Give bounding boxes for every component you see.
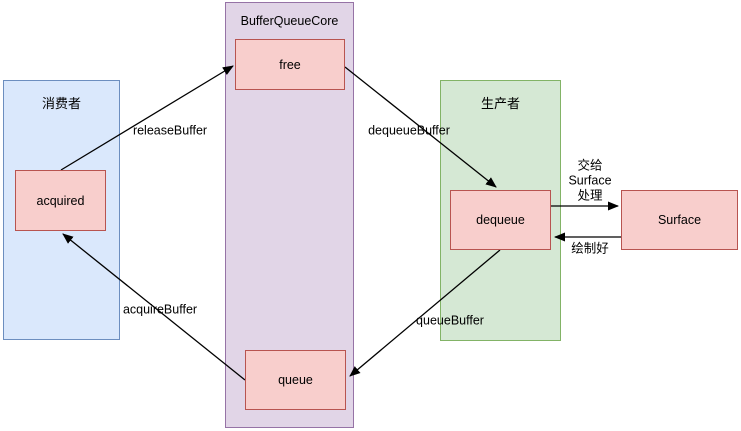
group-consumer-title: 消费者 [41,96,81,111]
group-producer-title: 生产者 [480,96,520,111]
node-queue-label: queue [278,373,313,387]
group-bufferqueuecore-title: BufferQueueCore [240,14,339,28]
node-dequeue: dequeue [450,190,551,250]
node-dequeue-label: dequeue [476,213,525,227]
edge-label-drawn-done: 绘制好 [571,241,609,256]
node-surface: Surface [621,190,738,250]
node-surface-label: Surface [657,213,702,227]
edge-label-acquirebuffer: acquireBuffer [122,302,198,317]
edge-label-dequeuebuffer: dequeueBuffer [368,123,450,138]
edge-label-handoff-to-surface: 交给 Surface 处理 [568,158,612,203]
edge-label-queuebuffer: queueBuffer [416,313,484,328]
node-queue: queue [245,350,346,410]
node-free: free [235,39,345,90]
node-acquired-label: acquired [36,193,85,208]
node-free-label: free [279,57,301,72]
edge-label-releasebuffer: releaseBuffer [132,123,208,138]
node-acquired: acquired [15,170,106,231]
